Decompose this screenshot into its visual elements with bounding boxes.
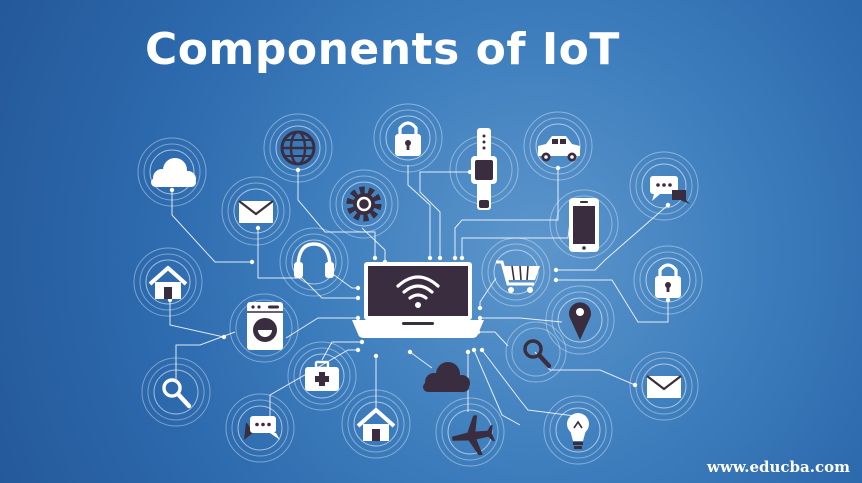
padlock-icon: [373, 103, 443, 173]
smartphone-icon: [549, 189, 619, 259]
airplane-icon: [435, 397, 505, 467]
cloud-icon: [137, 137, 207, 207]
page-title: Components of IoT: [145, 24, 620, 75]
home-icon: [133, 247, 203, 317]
envelope-icon: [629, 351, 699, 421]
washing-machine-icon: [229, 293, 299, 363]
chat-bubble-icon: [629, 151, 699, 221]
padlock-icon: [633, 245, 703, 315]
location-pin-icon: [545, 285, 615, 355]
cloud-icon: [423, 362, 470, 392]
smartwatch-icon: [449, 128, 519, 210]
envelope-icon: [221, 176, 291, 246]
magnifier-icon: [141, 357, 211, 427]
light-bulb-icon: [543, 395, 613, 465]
chat-bubble-icon: [225, 393, 295, 463]
car-icon: [523, 111, 593, 181]
gear-icon: [329, 169, 399, 239]
home-icon: [341, 389, 411, 459]
medical-kit-icon: [287, 341, 357, 411]
source-watermark: www.educba.com: [707, 458, 850, 476]
globe-icon: [263, 113, 333, 183]
magnifier-icon: [505, 321, 567, 383]
headphones-icon: [279, 227, 349, 297]
shopping-cart-icon: [481, 237, 551, 307]
laptop-with-wifi-icon: [352, 262, 484, 338]
connection-dots: [167, 165, 671, 388]
